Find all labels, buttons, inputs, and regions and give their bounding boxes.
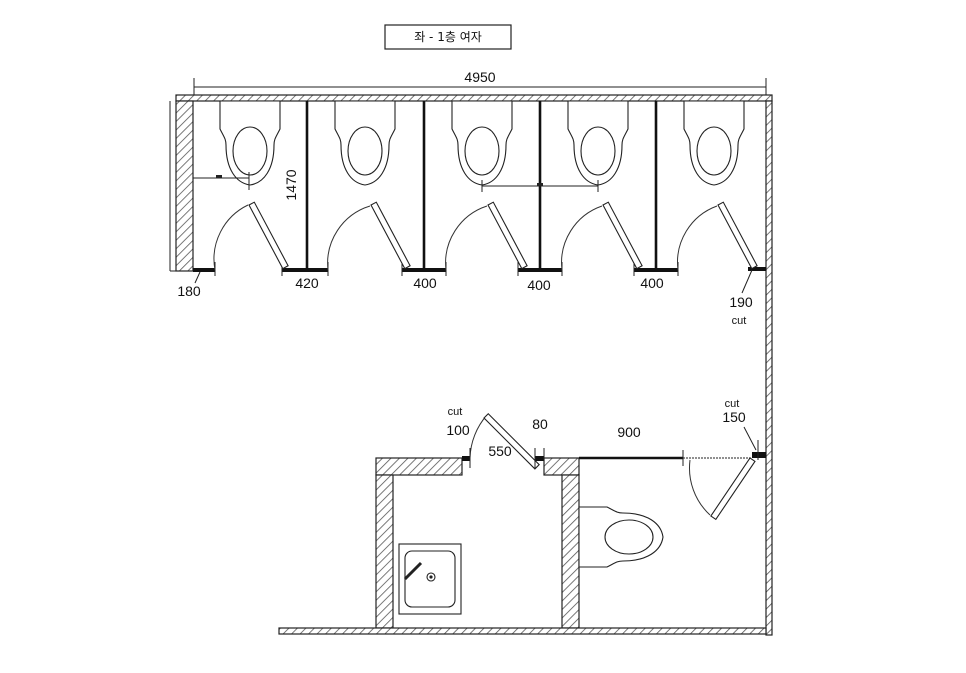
right-wall <box>765 100 773 636</box>
door-2-label: 400 <box>413 275 437 291</box>
total-width-label: 4950 <box>464 69 495 85</box>
lower-left-label: 100 <box>446 422 470 438</box>
sink-icon <box>398 543 462 615</box>
toilet-icon <box>334 100 396 186</box>
toilet-icon <box>578 506 664 568</box>
lower-left-note: cut <box>448 406 463 418</box>
stall-depth-label: 1470 <box>283 169 299 200</box>
left-end-label: 180 <box>177 283 201 299</box>
door-1-label: 420 <box>295 275 319 291</box>
toilet-icon <box>683 100 745 186</box>
left-wall <box>175 100 194 272</box>
stall-door[interactable] <box>445 201 528 271</box>
top-wall <box>175 94 773 102</box>
lower-door-label: 550 <box>488 443 512 459</box>
toilet-icon <box>567 100 629 186</box>
stall-door[interactable] <box>327 201 411 271</box>
right-end-note: cut <box>732 315 747 327</box>
toilet-icon <box>219 100 281 186</box>
lower-partition-label: 900 <box>617 424 641 440</box>
door-3-label: 400 <box>527 277 551 293</box>
stall-door[interactable] <box>677 201 758 271</box>
front-rail <box>193 262 766 276</box>
title-box: 좌 - 1층 여자 <box>384 24 512 50</box>
lower-right-note: cut <box>725 398 740 410</box>
lower-walls <box>278 457 767 635</box>
grab-bar-icon <box>193 172 599 192</box>
plan-title: 좌 - 1층 여자 <box>414 30 482 44</box>
lower-post-label: 80 <box>532 416 548 432</box>
entry-door[interactable] <box>462 412 545 470</box>
total-width-dimension: 4950 <box>193 69 767 95</box>
stall-door[interactable] <box>213 201 289 271</box>
lower-stall-door[interactable] <box>689 457 756 521</box>
door-4-label: 400 <box>640 275 664 291</box>
toilet-icon <box>451 100 513 186</box>
right-end-label: 190 <box>729 294 753 310</box>
lower-right-label: 150 <box>722 409 746 425</box>
stall-door[interactable] <box>561 201 643 271</box>
